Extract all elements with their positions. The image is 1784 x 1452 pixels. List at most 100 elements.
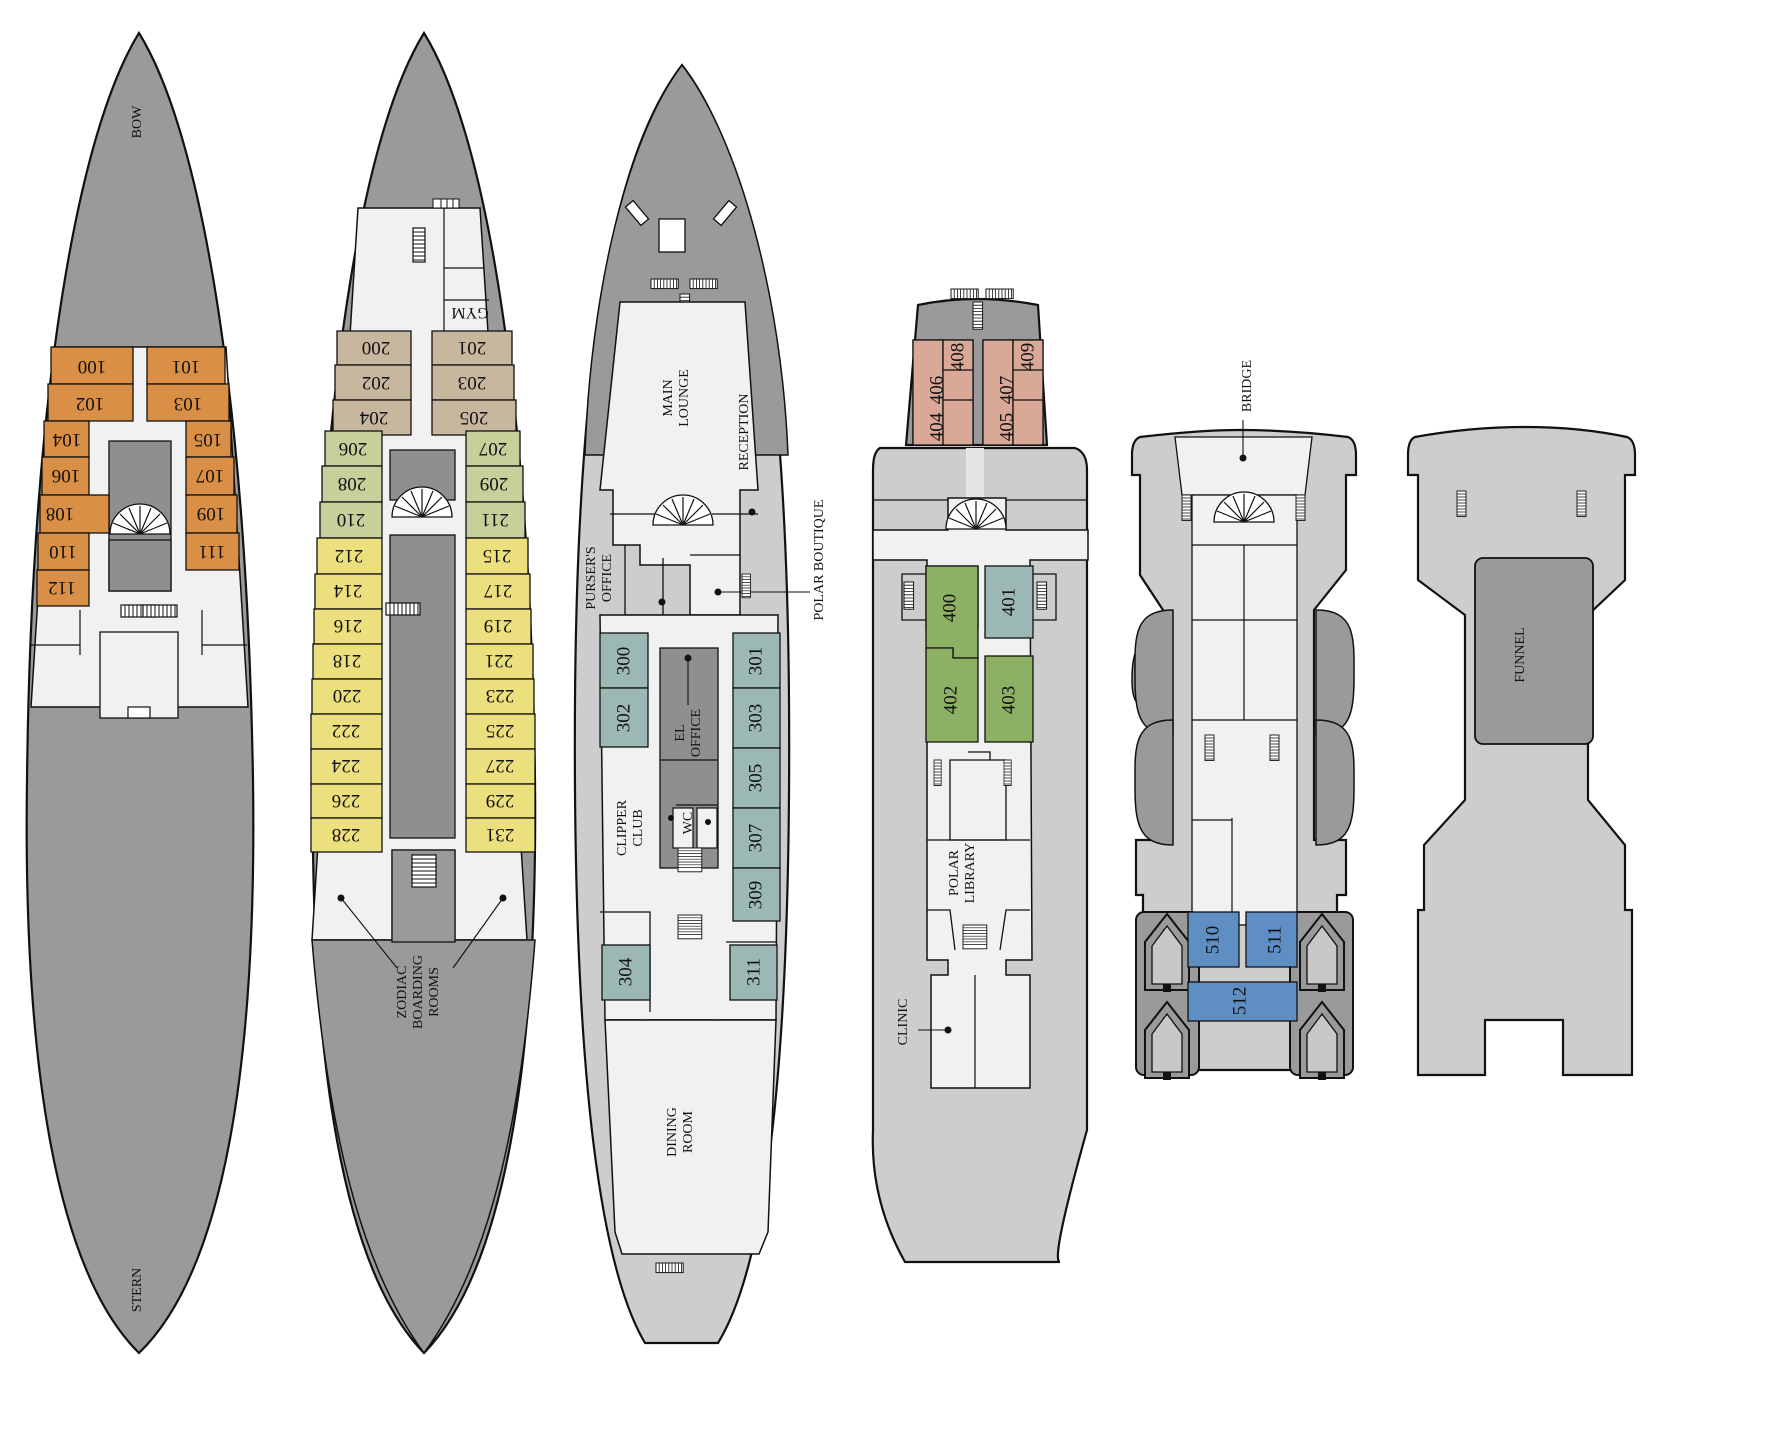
cabin-227[interactable]	[465, 748, 536, 785]
cabin-200[interactable]	[336, 330, 412, 366]
cabin-208[interactable]	[321, 465, 383, 503]
cabin-label-109: 109	[197, 503, 226, 524]
cabin-label-409: 409	[1018, 343, 1039, 372]
cabin-label-218: 218	[333, 650, 362, 671]
cabin-label-226: 226	[332, 790, 361, 811]
cabin-110[interactable]	[37, 532, 90, 571]
pursers-office-label: PURSER'S	[584, 546, 599, 609]
cabin-label-401: 401	[999, 588, 1020, 617]
cabin-226[interactable]	[310, 783, 383, 819]
cabin-label-222: 222	[332, 720, 361, 741]
cabin-label-231: 231	[486, 824, 515, 845]
cabin-102[interactable]	[47, 383, 134, 422]
deck-4: 404 406 408 405 407 409 400 401 402 403	[871, 288, 1089, 1264]
svg-text:LOUNGE: LOUNGE	[677, 369, 692, 427]
cabin-511[interactable]	[1245, 911, 1298, 968]
cabin-label-228: 228	[332, 824, 361, 845]
cabin-label-102: 102	[76, 393, 105, 414]
deck-6: FUNNEL	[1406, 425, 1637, 1077]
wc-label: WC	[681, 812, 696, 835]
cabin-221[interactable]	[465, 643, 534, 680]
svg-text:ROOMS: ROOMS	[427, 967, 442, 1017]
clipper-club-label: CLIPPER	[615, 799, 630, 856]
cabin-label-227: 227	[486, 755, 515, 776]
cabin-111[interactable]	[185, 532, 240, 571]
deck2-stair-icon-2	[385, 602, 421, 616]
main-lounge-room[interactable]	[599, 301, 759, 616]
cabin-label-103: 103	[174, 393, 203, 414]
cabin-219[interactable]	[465, 608, 532, 645]
cabin-402[interactable]	[925, 647, 979, 743]
cabin-107[interactable]	[185, 456, 235, 496]
cabin-label-408: 408	[948, 343, 969, 372]
cabin-label-402: 402	[941, 686, 962, 715]
cabin-104[interactable]	[43, 420, 90, 458]
cabin-309[interactable]	[732, 867, 781, 922]
cabin-label-111: 111	[198, 541, 225, 562]
cabin-223[interactable]	[465, 678, 535, 715]
deck4-interior	[872, 497, 1089, 1089]
cabin-401[interactable]	[984, 565, 1034, 639]
cabin-229[interactable]	[465, 783, 536, 819]
cabin-103[interactable]	[146, 383, 230, 422]
cabin-label-216: 216	[334, 615, 363, 636]
cabin-206[interactable]	[324, 430, 383, 467]
cabin-302[interactable]	[599, 687, 649, 748]
cabin-303[interactable]	[732, 687, 781, 749]
cabin-228[interactable]	[310, 817, 383, 853]
cabin-label-105: 105	[194, 429, 223, 450]
cabin-label-112: 112	[48, 577, 76, 598]
cabin-301[interactable]	[732, 632, 781, 689]
cabin-label-302: 302	[614, 704, 635, 733]
cabin-220[interactable]	[311, 678, 383, 715]
cabin-label-223: 223	[486, 685, 515, 706]
cabin-304[interactable]	[601, 944, 651, 1001]
cabin-406[interactable]	[942, 339, 974, 446]
cabin-512[interactable]	[1187, 981, 1298, 1022]
cabin-204[interactable]	[332, 399, 412, 436]
svg-text:OFFICE: OFFICE	[689, 709, 704, 757]
cabin-label-403: 403	[999, 686, 1020, 715]
stern-label: STERN	[130, 1268, 145, 1312]
cabin-510[interactable]	[1187, 911, 1240, 968]
cabin-label-106: 106	[52, 465, 81, 486]
cabin-label-100: 100	[78, 356, 107, 377]
cabin-109[interactable]	[185, 494, 238, 534]
zodiac-boarding-rooms-label: ZODIAC BOARDING ROOMS	[395, 955, 442, 1029]
cabin-218[interactable]	[312, 643, 383, 680]
cabin-210[interactable]	[319, 501, 383, 539]
bridge-label: BRIDGE	[1240, 360, 1255, 412]
cabin-300[interactable]	[599, 632, 649, 689]
cabin-label-203: 203	[458, 372, 487, 393]
cabin-311[interactable]	[729, 944, 778, 1001]
cabin-label-214: 214	[333, 580, 362, 601]
cabin-108[interactable]	[39, 494, 110, 534]
cabin-105[interactable]	[185, 420, 232, 458]
cabin-label-204: 204	[359, 407, 388, 428]
cabin-label-107: 107	[196, 465, 225, 486]
cabin-209[interactable]	[465, 465, 524, 503]
dining-room[interactable]	[604, 1019, 777, 1255]
cabin-label-219: 219	[484, 615, 513, 636]
cabin-205[interactable]	[431, 399, 517, 436]
cabin-222[interactable]	[310, 713, 383, 750]
cabin-112[interactable]	[36, 569, 90, 607]
cabin-label-511: 511	[1265, 926, 1286, 954]
deck2-stair-icon	[412, 227, 426, 263]
cabin-label-221: 221	[485, 650, 514, 671]
cabin-224[interactable]	[310, 748, 383, 785]
cabin-403[interactable]	[984, 655, 1034, 743]
svg-text:LIBRARY: LIBRARY	[963, 843, 978, 904]
cabin-201[interactable]	[431, 330, 513, 366]
cabin-215[interactable]	[465, 537, 529, 575]
cabin-106[interactable]	[41, 456, 90, 496]
cabin-231[interactable]	[465, 817, 536, 853]
cabin-207[interactable]	[465, 430, 521, 467]
cabin-label-104: 104	[52, 429, 81, 450]
cabin-405[interactable]	[982, 339, 1014, 446]
bow-label: BOW	[130, 105, 145, 138]
cabin-label-307: 307	[746, 824, 767, 853]
cabin-label-220: 220	[333, 685, 362, 706]
cabin-407[interactable]	[1012, 339, 1044, 446]
